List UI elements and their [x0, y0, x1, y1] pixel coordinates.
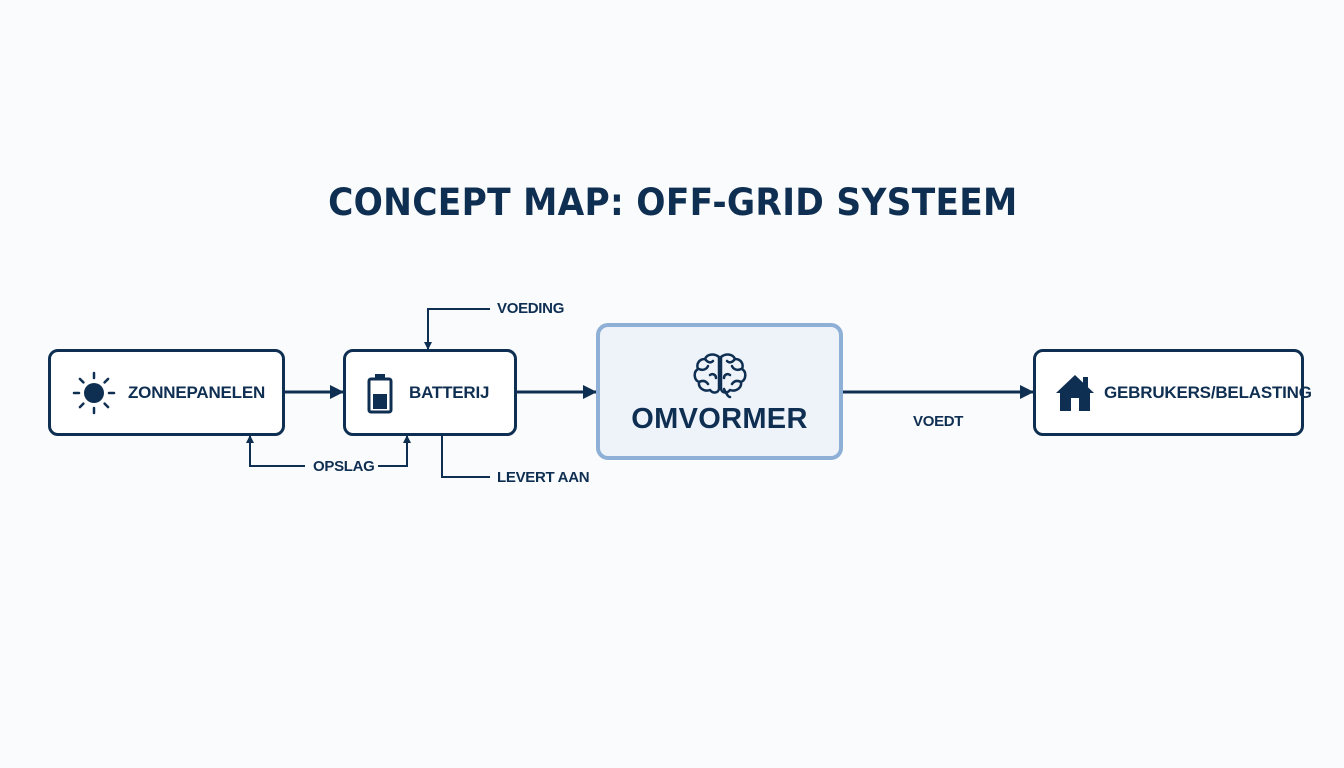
house-icon [1054, 373, 1096, 413]
sun-icon [71, 370, 117, 416]
node-gebruikers-belasting: GEBRUKERS/BELASTING [1033, 349, 1312, 436]
node-batterij: BATTERIJ [343, 349, 517, 436]
battery-icon [365, 372, 395, 414]
arrow-opslag-right [378, 435, 411, 467]
edge-label-opslag: OPSLAG [313, 458, 375, 475]
node-zonnepanelen: ZONNEPANELEN [48, 349, 285, 436]
node-omvormer: OMVORMER [596, 323, 843, 460]
arrow-opslag-left [246, 435, 305, 467]
edge-label-levert-aan: LEVERT AAN [497, 469, 590, 486]
node-label: ZONNEPANELEN [128, 382, 266, 402]
diagram-title: CONCEPT MAP: OFF-GRID SYSTEEM [328, 181, 1018, 224]
arrow-voeding [424, 308, 490, 350]
edge-label-voedt: VOEDT [913, 413, 964, 430]
connector-levert-aan [441, 436, 490, 478]
node-label: GEBRUKERS/BELASTING [1104, 382, 1312, 402]
node-label: BATTERIJ [409, 382, 490, 402]
node-label: OMVORMER [631, 403, 808, 435]
edge-label-voeding: VOEDING [497, 300, 565, 317]
brain-icon [690, 351, 750, 399]
